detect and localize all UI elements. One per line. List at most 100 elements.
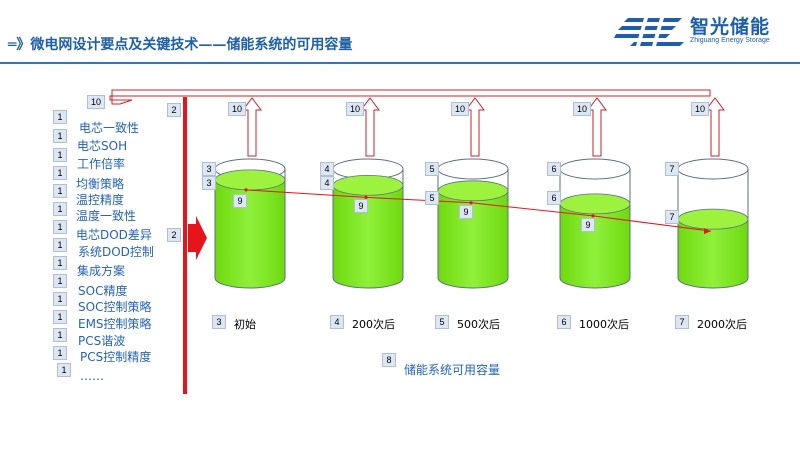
arrow-tag: 10: [691, 102, 709, 116]
barrier-tag-top: 2: [167, 103, 181, 117]
cylinder-tag: 5: [425, 162, 439, 176]
caption-tag: 5: [435, 315, 449, 329]
trend-tag: 9: [354, 199, 368, 214]
liquid-surface: [332, 174, 404, 196]
cylinder-caption: 1000次后: [579, 318, 629, 331]
factor-tag: 1: [53, 110, 67, 124]
trend-tag: 9: [459, 204, 473, 219]
caption-tag: 4: [330, 315, 344, 329]
trend-point: [244, 188, 248, 192]
liquid-surface: [559, 193, 631, 215]
cylinder-group: [214, 97, 749, 289]
cylinder-base: [437, 277, 509, 289]
arrow-tag: 10: [228, 102, 246, 116]
title-rule: [0, 62, 800, 64]
factor-label: 电芯SOH: [77, 139, 128, 153]
arrow-tag: 10: [346, 102, 364, 116]
factor-label: EMS控制策略: [78, 317, 152, 331]
surface-tag: 5: [425, 191, 439, 205]
trend-point: [591, 214, 595, 218]
liquid-body: [333, 185, 403, 288]
cylinder-rim: [437, 158, 509, 180]
caption-tag: 6: [557, 315, 571, 329]
cylinder-tag: 7: [665, 162, 679, 176]
capacity-limit-arrow: [360, 97, 380, 157]
capacity-limit-arrow: [465, 97, 485, 157]
cylinder-caption: 200次后: [352, 318, 395, 331]
arrow-tag: 10: [573, 102, 591, 116]
factor-label: 电芯一致性: [79, 121, 140, 135]
cylinder-tag: 4: [320, 162, 334, 176]
barrier-tag-mid: 2: [167, 228, 181, 242]
logo-text-cn: 智光储能: [690, 16, 771, 38]
constraint-barrier: [183, 97, 187, 394]
page-title: ═》微电网设计要点及关键技术——储能系统的可用容量: [8, 34, 352, 54]
cylinder: [437, 97, 509, 289]
logo-text-en: Zhiguang Energy Storage: [690, 37, 770, 44]
title-prefix: ═》微电网设计要点及关键技术——: [8, 37, 227, 53]
factor-tag: 1: [53, 148, 67, 162]
factor-label: SOC精度: [78, 284, 128, 298]
trend-point: [469, 201, 473, 205]
cylinder-caption: 初始: [234, 318, 256, 331]
factor-label: 电芯DOD差异: [76, 228, 152, 242]
factor-tag: 1: [53, 346, 67, 360]
top-connector-bar: [109, 89, 711, 105]
factor-tag: 1: [53, 328, 67, 342]
surface-tag: 4: [320, 176, 334, 190]
liquid-surface: [214, 169, 286, 191]
liquid-body: [560, 203, 630, 288]
caption-tag: 7: [675, 315, 689, 329]
liquid-surface: [677, 208, 749, 230]
caption-tag: 3: [212, 315, 226, 329]
cylinder-caption: 2000次后: [697, 318, 747, 331]
title-suffix: 储能系统的可用容量: [226, 37, 353, 53]
constraint-arrow: [188, 216, 207, 260]
factor-label: ……: [80, 369, 104, 383]
trend-tag: 9: [581, 217, 595, 232]
factor-tag: 1: [53, 166, 67, 180]
available-capacity-label: 储能系统可用容量: [404, 363, 501, 377]
company-logo: 智光储能 Zhiguang Energy Storage: [614, 12, 796, 52]
capacity-limit-arrow: [242, 97, 262, 157]
surface-tag: 3: [202, 176, 216, 190]
cylinder-tag: 3: [202, 162, 216, 176]
factor-label: PCS谐波: [78, 334, 126, 348]
factor-label: 系统DOD控制: [78, 245, 154, 259]
factor-tag: 1: [53, 238, 67, 252]
factor-tag: 1: [57, 363, 71, 377]
factor-tag: 1: [53, 292, 67, 306]
factor-label: 集成方案: [77, 264, 126, 278]
factor-tag: 1: [53, 220, 67, 234]
surface-tag: 6: [547, 191, 561, 205]
cylinder-tag: 6: [547, 162, 561, 176]
liquid-body: [678, 219, 748, 288]
capacity-limit-arrow: [587, 97, 607, 157]
liquid-body: [438, 190, 508, 288]
cylinder-caption: 500次后: [457, 318, 500, 331]
factor-tag: 1: [53, 202, 67, 216]
liquid-body: [215, 179, 285, 288]
cylinder: [559, 97, 631, 289]
logo-mark-icon: [614, 18, 684, 46]
factor-label: PCS控制精度: [80, 350, 152, 364]
factor-tag: 1: [53, 256, 67, 270]
factor-label: 工作倍率: [77, 157, 126, 171]
cylinder-base: [214, 277, 286, 289]
cylinder: [332, 97, 404, 289]
trend-tag: 9: [233, 193, 247, 208]
factor-label: 温度一致性: [76, 209, 137, 223]
cylinder-rim: [559, 158, 631, 180]
cylinder-base: [677, 277, 749, 289]
factor-label: 均衡策略: [76, 177, 125, 191]
cylinder-base: [332, 277, 404, 289]
cylinder-base: [559, 277, 631, 289]
arrow-tag: 10: [451, 102, 469, 116]
factor-label: SOC控制策略: [78, 300, 152, 314]
top-bar-tag: 10: [87, 95, 105, 109]
cylinder: [677, 97, 749, 289]
trend-point: [364, 195, 368, 199]
trend-points: [244, 188, 711, 235]
